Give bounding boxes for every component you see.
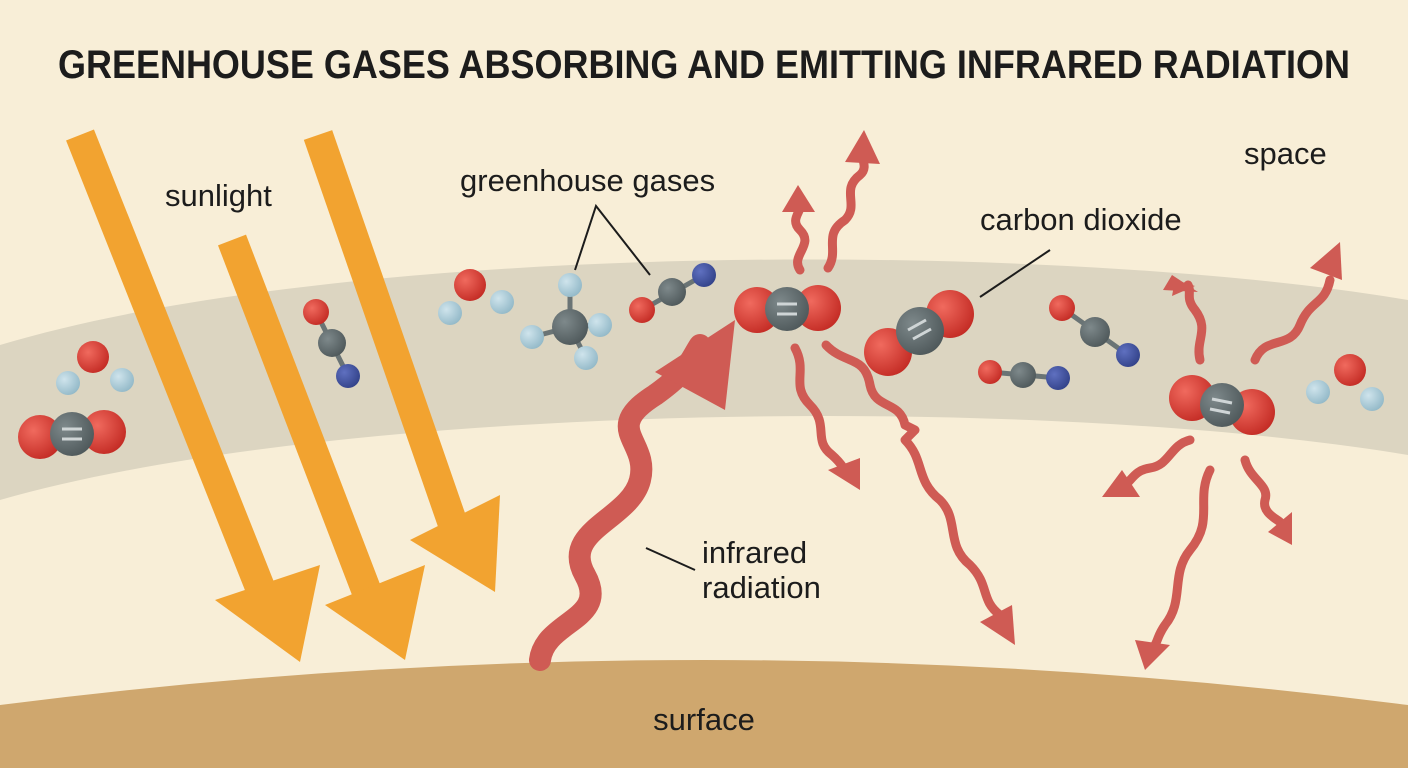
surface-label: surface xyxy=(653,702,755,737)
water-molecule xyxy=(56,341,134,395)
infrared-wave xyxy=(821,340,1015,645)
greenhouse-gases-label: greenhouse gases xyxy=(460,163,715,198)
infrared-wave xyxy=(1250,242,1342,365)
water-molecule xyxy=(438,269,514,325)
co2-molecule-labeled xyxy=(864,290,974,376)
greenhouse-gases-callout xyxy=(574,203,651,276)
infrared-wave xyxy=(782,185,815,275)
callout-lines xyxy=(574,203,1051,571)
earth-surface xyxy=(0,660,1408,768)
co-molecule xyxy=(303,299,360,388)
co2-molecule xyxy=(18,410,126,459)
radiation-label: radiation xyxy=(702,570,821,605)
molecules xyxy=(18,263,1384,459)
co-molecule xyxy=(629,263,716,323)
infrared-wave xyxy=(1240,455,1292,545)
co-molecule xyxy=(978,360,1070,390)
infrared-wave xyxy=(1163,275,1207,365)
infrared-wave xyxy=(790,343,860,490)
co2-molecule xyxy=(1169,375,1275,435)
infrared-wave xyxy=(823,130,880,273)
infrared-radiation xyxy=(529,130,1342,671)
infrared-callout xyxy=(645,547,696,571)
carbon-dioxide-label: carbon dioxide xyxy=(980,202,1182,237)
infrared-wave-main xyxy=(529,320,735,671)
sunlight-arrow xyxy=(217,234,425,660)
sunlight-arrow xyxy=(303,130,500,592)
sunlight-label: sunlight xyxy=(165,178,272,213)
space-label: space xyxy=(1244,136,1327,171)
carbon-dioxide-callout xyxy=(979,249,1051,298)
sunlight-arrow xyxy=(66,129,320,662)
co-molecule xyxy=(1049,295,1140,367)
co2-molecule xyxy=(734,285,841,333)
infrared-wave xyxy=(1135,465,1215,670)
methane-molecule xyxy=(520,273,612,370)
infrared-wave xyxy=(1102,435,1195,497)
infrared-label: infrared xyxy=(702,535,807,570)
sunlight-arrows xyxy=(66,129,500,662)
water-molecule xyxy=(1306,354,1384,411)
page-title: GREENHOUSE GASES ABSORBING AND EMITTING … xyxy=(58,43,1350,87)
